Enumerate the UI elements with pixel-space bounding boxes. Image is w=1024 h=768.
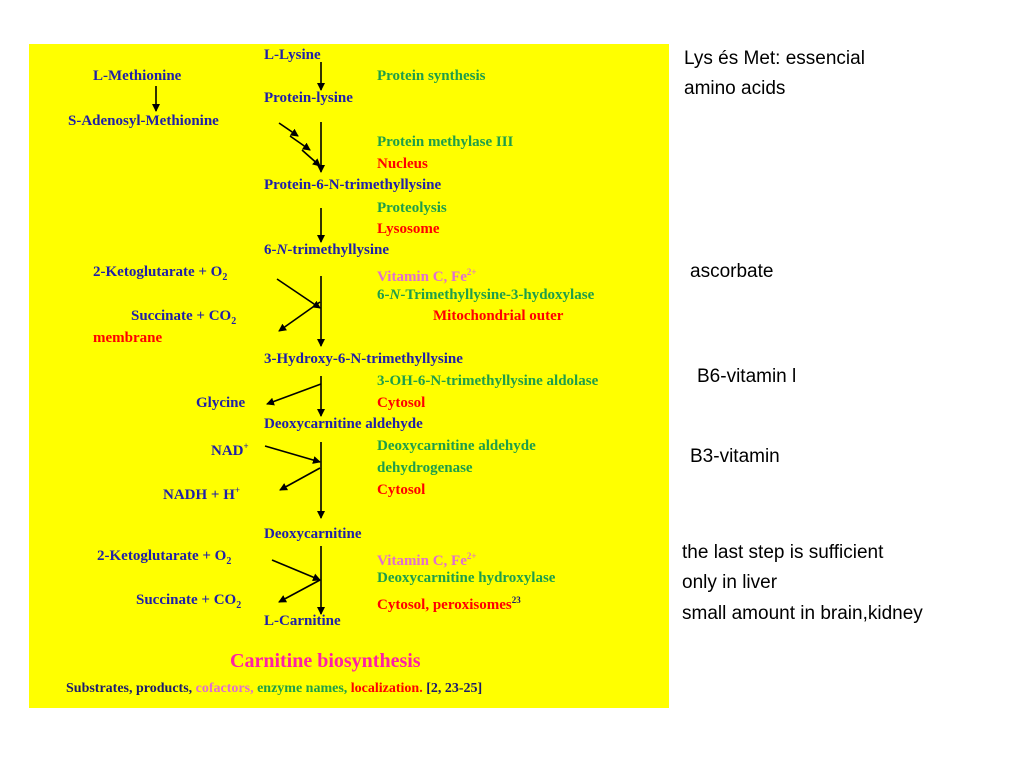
enzyme-dehydrogenase-line1: Deoxycarnitine aldehyde <box>377 438 536 454</box>
arrow-kg-in-2 <box>271 559 321 581</box>
note-lys-met-line1: Lys és Met: essencial <box>684 48 865 69</box>
compound-protein-trimethyllysine: Protein-6-N-trimethyllysine <box>264 177 442 193</box>
compound-l-carnitine: L-Carnitine <box>264 613 341 629</box>
compound-succinate-co2-2: Succinate + CO2 <box>136 592 242 611</box>
enzyme-methylase: Protein methylase III <box>377 134 514 150</box>
note-b6: B6-vitamin l <box>697 366 797 387</box>
compound-deoxycarnitine: Deoxycarnitine <box>264 526 362 542</box>
compound-protein-lysine: Protein-lysine <box>264 90 353 106</box>
compound-ketoglutarate-o2: 2-Ketoglutarate + O2 <box>93 264 228 283</box>
compound-ketoglutarate-o2-2: 2-Ketoglutarate + O2 <box>97 548 232 567</box>
pathway-panel <box>29 44 669 708</box>
loc-nucleus: Nucleus <box>377 156 428 172</box>
compound-hydroxy-trimethyllysine: 3-Hydroxy-6-N-trimethyllysine <box>264 351 463 367</box>
diagram-legend: Substrates, products, cofactors, enzyme … <box>66 681 483 696</box>
loc-mito-outer: Mitochondrial outer <box>433 308 564 324</box>
enzyme-proteolysis: Proteolysis <box>377 200 447 216</box>
cofactor-vitc-fe-1: Vitamin C, Fe2+ <box>377 267 477 285</box>
arrow-sam-3 <box>301 149 321 167</box>
note-last-step-line2: only in liver <box>682 572 778 593</box>
arrow-nad-in <box>264 445 321 464</box>
compound-l-methionine: L-Methionine <box>93 68 182 84</box>
arrow-sam-1 <box>278 122 299 137</box>
compound-l-lysine: L-Lysine <box>264 47 321 63</box>
note-last-step-line1: the last step is sufficient <box>682 542 884 563</box>
compound-nadh-h: NADH + H+ <box>163 485 241 503</box>
arrow-nadh-out <box>279 467 321 491</box>
loc-lysosome: Lysosome <box>377 221 440 237</box>
cofactor-vitc-fe-2: Vitamin C, Fe2+ <box>377 551 477 569</box>
enzyme-protein-synthesis: Protein synthesis <box>377 68 486 84</box>
enzyme-deoxy-hydroxylase: Deoxycarnitine hydroxylase <box>377 570 556 586</box>
loc-cytosol-peroxisomes: Cytosol, peroxisomes23 <box>377 595 521 613</box>
note-ascorbate: ascorbate <box>690 261 774 282</box>
arrow-sam-2 <box>289 135 311 151</box>
compound-deoxycarnitine-aldehyde: Deoxycarnitine aldehyde <box>264 416 423 432</box>
arrow-succ-out-2 <box>278 579 321 603</box>
note-lys-met-line2: amino acids <box>684 78 786 99</box>
diagram-title: Carnitine biosynthesis <box>230 650 421 672</box>
compound-trimethyllysine: 6-N-trimethyllysine <box>264 242 389 258</box>
arrow-kg-in-1 <box>276 278 321 309</box>
enzyme-aldolase: 3-OH-6-N-trimethyllysine aldolase <box>377 373 599 389</box>
loc-cytosol-1: Cytosol <box>377 395 426 411</box>
compound-succinate-co2: Succinate + CO2 <box>131 308 237 327</box>
note-b3: B3-vitamin <box>690 446 780 467</box>
enzyme-tml-hydroxylase: 6-N-Trimethyllysine-3-hydoxylase <box>377 287 595 303</box>
loc-membrane: membrane <box>93 330 163 346</box>
note-last-step-line3: small amount in brain,kidney <box>682 603 923 624</box>
arrow-succ-out-1 <box>278 301 321 332</box>
arrow-glycine-out <box>266 383 322 406</box>
enzyme-dehydrogenase-line2: dehydrogenase <box>377 460 473 476</box>
compound-glycine: Glycine <box>196 395 246 411</box>
loc-cytosol-2: Cytosol <box>377 482 426 498</box>
compound-nad: NAD+ <box>211 441 249 459</box>
compound-s-adenosyl-methionine: S-Adenosyl-Methionine <box>68 113 219 129</box>
